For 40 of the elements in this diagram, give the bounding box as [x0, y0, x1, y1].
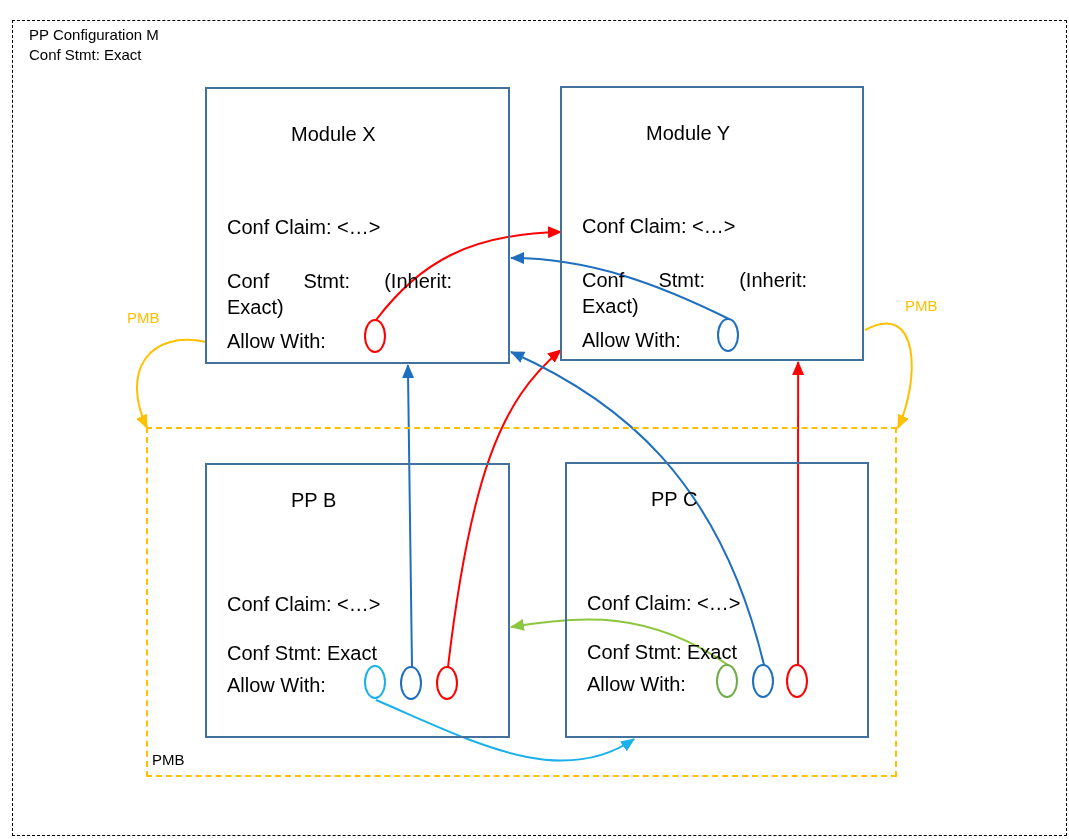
- allow-with-circle: [364, 319, 386, 353]
- allow-with-text: Allow With:: [582, 328, 681, 353]
- arrow: [375, 699, 636, 762]
- container-title: PP Configuration M: [29, 25, 159, 45]
- allow-with-circle: [717, 318, 739, 352]
- conf-claim-text: Conf Claim: <…>: [587, 591, 741, 616]
- arrow: [375, 226, 562, 321]
- conf-stmt-text: Conf Stmt: (Inherit: Exact): [582, 268, 807, 319]
- conf-claim-text: Conf Claim: <…>: [582, 214, 736, 239]
- box-title: Module Y: [646, 121, 731, 146]
- module-box: [560, 86, 864, 361]
- arrow: [447, 348, 562, 668]
- container-frame: [12, 20, 1067, 836]
- allow-with-circle: [364, 665, 386, 699]
- arrow: [510, 252, 730, 320]
- arrow: [792, 361, 805, 666]
- box-title: Module X: [291, 122, 376, 147]
- profile-box: [205, 463, 510, 738]
- allow-with-circle: [752, 664, 774, 698]
- module-box: [205, 87, 510, 364]
- allow-with-circle: [436, 666, 458, 700]
- arrow: [135, 339, 207, 429]
- conf-claim-text: Conf Claim: <…>: [227, 592, 381, 617]
- profile-box: [565, 462, 869, 738]
- arrow: [864, 322, 913, 429]
- group-label: PMB: [152, 751, 185, 769]
- allow-with-text: Allow With:: [227, 329, 326, 354]
- allow-with-circle: [786, 664, 808, 698]
- arrow: [402, 364, 415, 668]
- allow-with-circle: [716, 664, 738, 698]
- conf-claim-text: Conf Claim: <…>: [227, 215, 381, 240]
- arrow: [510, 351, 765, 666]
- allow-with-circle: [400, 666, 422, 700]
- container-subtitle: Conf Stmt: Exact: [29, 45, 142, 65]
- allow-with-text: Allow With:: [227, 673, 326, 698]
- box-title: PP B: [291, 488, 337, 513]
- group-frame: [146, 427, 897, 777]
- conf-stmt-text: Conf Stmt: Exact: [227, 641, 378, 666]
- allow-with-text: Allow With:: [587, 672, 686, 697]
- arrow: [510, 618, 729, 666]
